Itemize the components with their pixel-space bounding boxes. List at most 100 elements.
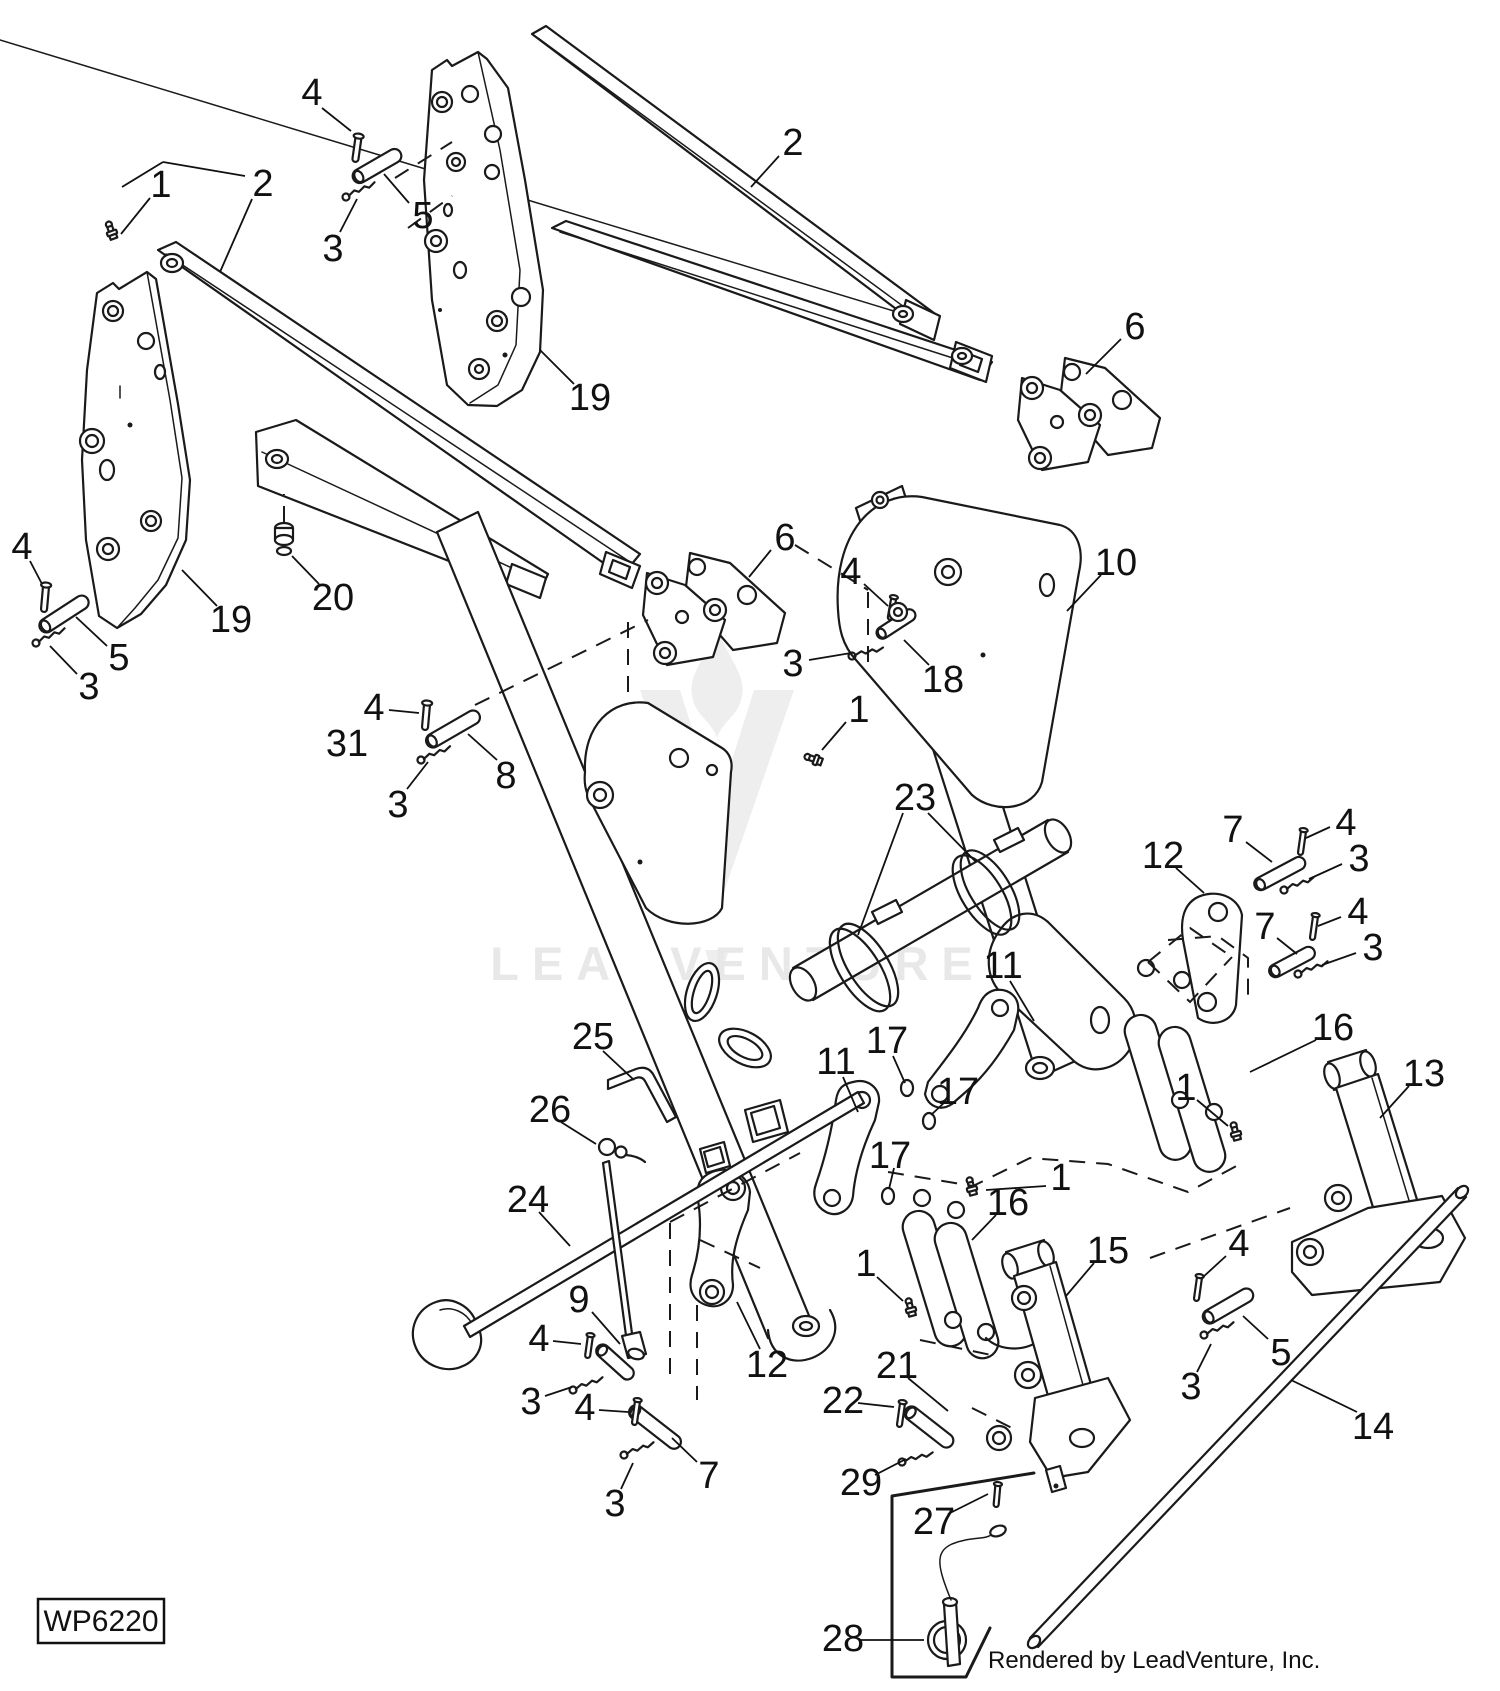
callout-label-6: 6 <box>774 517 795 559</box>
part-3-cotter-pin <box>568 1376 604 1395</box>
part-10-boom-arm-left <box>435 510 837 1362</box>
callout-leader-line <box>598 1409 629 1413</box>
callout-leader-line <box>1066 574 1102 612</box>
callout-bracket-line <box>121 161 164 188</box>
part-5-pivot-pin <box>351 147 403 185</box>
callout-label-17: 17 <box>866 1020 908 1062</box>
part-1-grease-fitting <box>904 1297 918 1318</box>
callout-label-14: 14 <box>1352 1406 1394 1448</box>
callout-label-3: 3 <box>1348 838 1369 880</box>
callout-leader-line <box>888 1167 895 1190</box>
callout-label-3: 3 <box>1362 927 1383 969</box>
callout-label-4: 4 <box>574 1387 595 1429</box>
part-4-spring-pin <box>420 699 434 732</box>
part-4-spring-pin <box>584 1331 596 1360</box>
watermark-text: LEADVENTURE <box>490 937 986 990</box>
callout-label-10: 10 <box>1095 542 1137 584</box>
callout-label-12: 12 <box>1142 835 1184 877</box>
callout-label-21: 21 <box>876 1345 918 1387</box>
callout-leader-line <box>539 349 575 385</box>
callout-label-28: 28 <box>822 1618 864 1660</box>
callout-leader-line <box>219 198 253 273</box>
callout-label-5: 5 <box>108 637 129 679</box>
callout-leader-line <box>1305 826 1331 839</box>
detail-box-outline <box>890 1471 1036 1679</box>
part-8-pin <box>424 709 482 749</box>
part-4-spring-pin <box>39 581 53 614</box>
part-10-boom-arm-right <box>836 484 1137 1081</box>
callout-label-19: 19 <box>569 377 611 419</box>
part-20-spacer-fitting <box>273 521 295 557</box>
part-3-cotter-pin <box>1199 1321 1235 1340</box>
callout-label-7: 7 <box>698 1455 719 1497</box>
callout-leader-line <box>1196 1343 1212 1373</box>
callout-label-8: 8 <box>495 755 516 797</box>
callout-label-1: 1 <box>855 1243 876 1285</box>
part-24-latch-handle <box>411 1090 866 1371</box>
part-9-pin <box>595 1343 635 1381</box>
callout-leader-line <box>383 173 410 204</box>
callout-leader-line <box>736 1301 761 1350</box>
callout-leader-line <box>120 197 151 235</box>
part-28-lynch-pin-with-lanyard <box>926 1524 1007 1668</box>
part-21-pin <box>903 1405 955 1449</box>
callout-leader-line <box>857 812 904 936</box>
callout-leader-line <box>927 812 977 863</box>
callout-leader-line <box>876 1276 904 1302</box>
callout-label-3: 3 <box>387 784 408 826</box>
callout-leader-line <box>1242 1315 1269 1340</box>
callout-label-20: 20 <box>312 577 354 619</box>
part-5-pivot-pin <box>1201 1287 1255 1325</box>
callout-leader-line <box>907 1377 949 1412</box>
callout-leader-line <box>1201 1255 1227 1279</box>
callout-leader-line <box>1196 1099 1229 1127</box>
part-14-tie-rod <box>1026 1184 1470 1650</box>
callout-leader-line <box>406 761 429 790</box>
part-3-cotter-pin <box>341 181 376 202</box>
callout-leader-line <box>863 583 889 607</box>
callout-label-3: 3 <box>78 666 99 708</box>
part-15-mount-center <box>985 1238 1132 1494</box>
part-17-washer <box>899 1078 915 1098</box>
part-22-spring-pin <box>895 1398 908 1428</box>
callout-leader-line <box>29 560 43 585</box>
callout-label-4: 4 <box>1335 802 1356 844</box>
callout-leader-line <box>1276 937 1298 955</box>
callout-leader-line <box>821 721 847 751</box>
part-4-spring-pin <box>1192 1272 1205 1302</box>
callout-label-26: 26 <box>529 1089 571 1131</box>
callout-label-11: 11 <box>816 1041 855 1083</box>
part-26-spring-clip <box>597 1137 647 1164</box>
part-3-cotter-pin <box>619 1441 655 1460</box>
part-7-pin <box>1268 945 1316 979</box>
part-1-grease-fitting <box>104 220 119 241</box>
part-4-spring-pin <box>1308 911 1321 941</box>
callout-label-29: 29 <box>840 1462 882 1504</box>
part-29-cotter-pin <box>897 1451 934 1467</box>
callout-leader-line <box>388 709 420 714</box>
callout-label-17: 17 <box>937 1071 979 1113</box>
part-2-brace-bar-topleft <box>156 240 642 590</box>
callout-label-22: 22 <box>822 1380 864 1422</box>
callout-leader-line <box>1317 916 1342 927</box>
callout-label-4: 4 <box>840 551 861 593</box>
part-17-washer <box>880 1186 896 1206</box>
callout-label-13: 13 <box>1403 1053 1445 1095</box>
callout-label-2: 2 <box>252 163 273 205</box>
callout-label-16: 16 <box>987 1182 1029 1224</box>
callout-leader-line <box>750 155 780 188</box>
callout-label-15: 15 <box>1087 1230 1129 1272</box>
callout-label-1: 1 <box>848 689 869 731</box>
callout-leader-line <box>1175 867 1205 894</box>
callout-label-7: 7 <box>1254 906 1275 948</box>
callout-leader-line <box>467 733 498 761</box>
part-4-spring-pin <box>630 1396 643 1426</box>
callout-label-11: 11 <box>983 945 1022 987</box>
callout-leader-line <box>874 1458 907 1476</box>
callout-label-7: 7 <box>1222 809 1243 851</box>
part-2-brace-bar-topright <box>0 24 942 342</box>
part-11-link-upper <box>923 988 1020 1109</box>
